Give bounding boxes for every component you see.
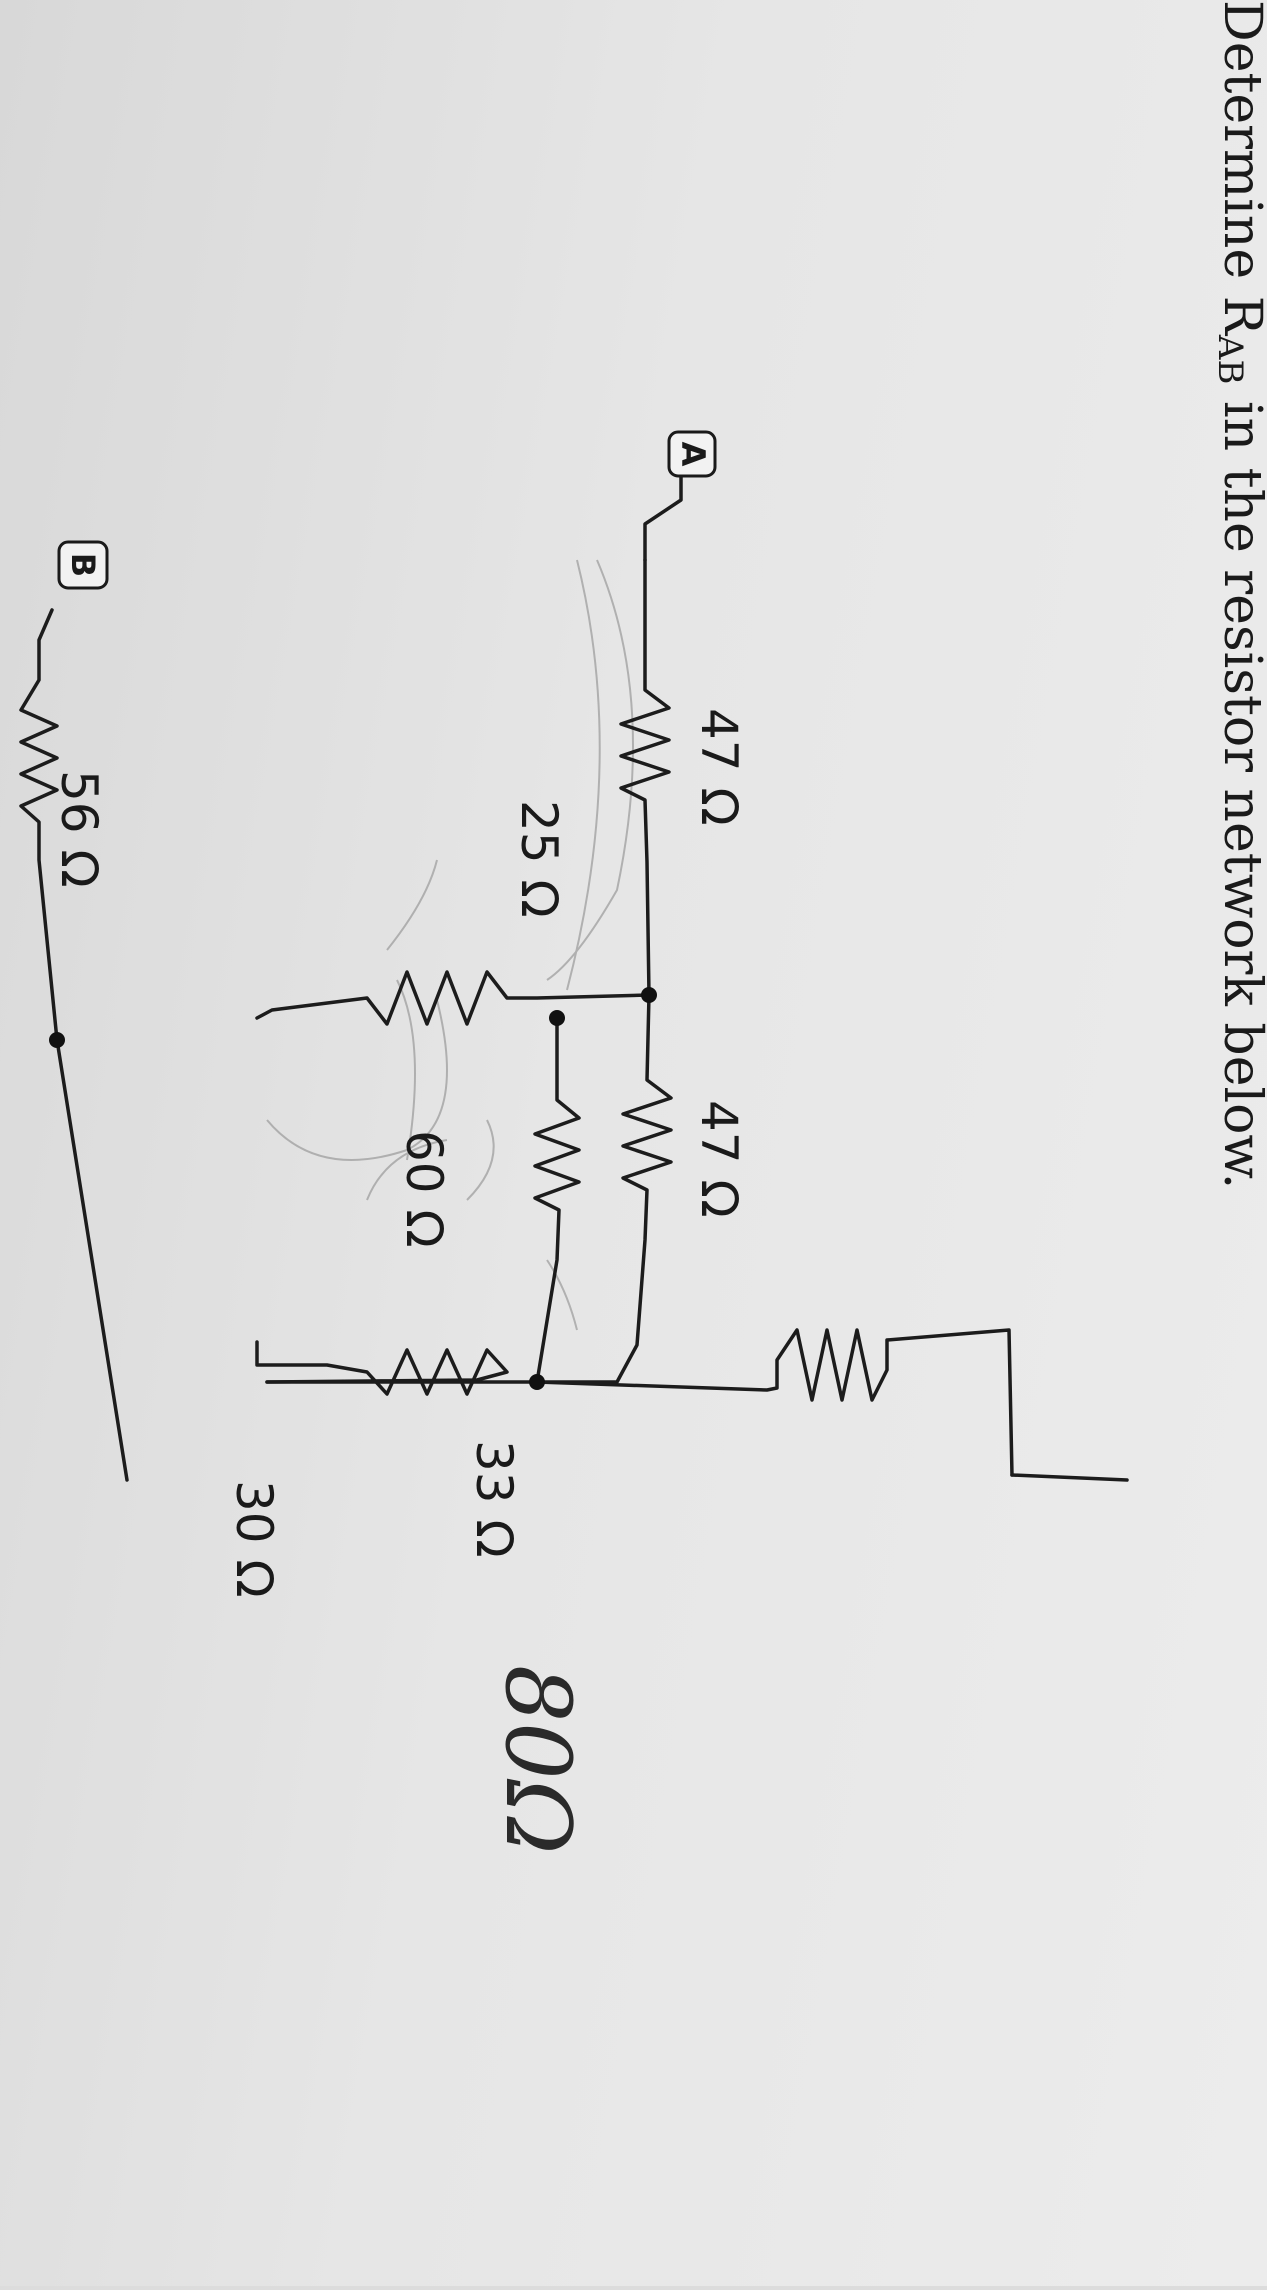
circuit-wires	[19, 470, 1129, 1482]
resistor-33-ohm-label: 33 Ω	[465, 1440, 523, 1558]
resistor-25-ohm-label: 25 Ω	[510, 800, 568, 918]
problem-subscript: AB	[1210, 334, 1250, 385]
terminal-a: A	[667, 430, 717, 478]
junction-node-bottom	[49, 1032, 65, 1048]
problem-text-prefix: Determine R	[1212, 0, 1267, 337]
resistor-56-ohm-label: 56 Ω	[50, 770, 108, 888]
problem-statement: Determine RAB in the resistor network be…	[1210, 0, 1267, 1189]
terminal-a-box	[667, 430, 717, 478]
resistor-25-ohm-symbol	[255, 970, 651, 1026]
junction-nodes	[49, 987, 657, 1390]
terminal-b-box	[57, 540, 109, 590]
resistor-60-ohm-label: 60 Ω	[395, 1130, 453, 1248]
resistor-30-ohm-label: 30 Ω	[225, 1480, 283, 1598]
resistor-30-ohm-symbol	[535, 1328, 1014, 1477]
terminal-a-label: A	[674, 442, 712, 467]
problem-text-suffix: in the resistor network below.	[1212, 384, 1267, 1189]
pencil-markings	[266, 559, 634, 1331]
resistor-47-ohm-a-label: 47 Ω	[690, 708, 748, 826]
resistor-56-ohm-symbol	[19, 608, 129, 1482]
junction-node-top	[641, 987, 657, 1003]
junction-node-right	[529, 1374, 545, 1390]
handwritten-answer: 80Ω	[485, 1665, 590, 1854]
resistor-47-ohm-a-symbol	[619, 558, 671, 997]
resistor-60-ohm-symbol	[533, 1016, 581, 1384]
terminal-b: B	[57, 540, 109, 590]
junction-node-middle	[549, 1010, 565, 1026]
resistor-33-ohm-symbol	[255, 1340, 509, 1396]
resistor-labels: 47 Ω 47 Ω 25 Ω 33 Ω 60 Ω 30 Ω 56 Ω	[50, 708, 748, 1598]
resistor-47-ohm-b-label: 47 Ω	[690, 1100, 748, 1218]
terminal-b-label: B	[64, 553, 102, 577]
resistor-47-ohm-b-symbol	[265, 993, 673, 1384]
